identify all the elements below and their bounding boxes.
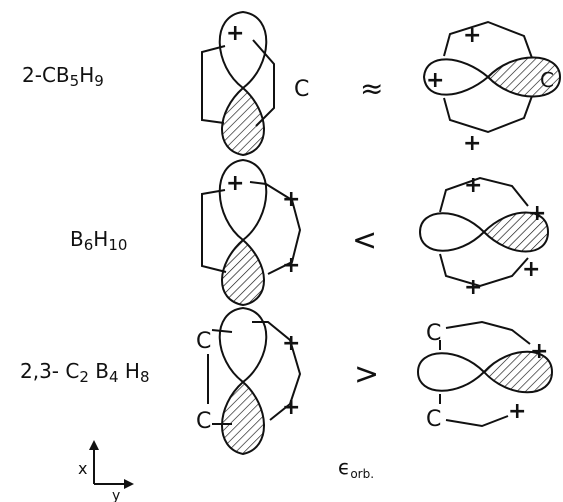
ring-right-bracket	[249, 181, 302, 275]
plus-sign-upper-right: +	[282, 331, 300, 356]
carbon-label-bottom: C	[196, 409, 211, 434]
right-lobe-shaded	[482, 211, 550, 253]
row-2-vertical-orbital: + + +	[201, 158, 302, 307]
y-axis-label: y	[112, 488, 120, 502]
row-2-horizontal-orbital: + + + +	[418, 173, 550, 300]
left-lobe	[418, 212, 486, 252]
top-plus-sign: +	[463, 23, 481, 48]
lobe-plus-sign: +	[426, 68, 444, 93]
energy-label: ϵorb.	[338, 455, 374, 481]
bottom-left-carbon-label: C	[426, 407, 441, 432]
row-2-label: B6H10	[70, 227, 127, 254]
ring-bottom	[443, 95, 533, 134]
upper-lobe	[218, 158, 268, 242]
lower-lobe-shaded	[221, 86, 265, 157]
carbon-label-top: C	[196, 329, 211, 354]
right-lobe-shaded	[482, 350, 554, 394]
ring-left-top-bond	[211, 329, 233, 333]
ring-top	[439, 176, 529, 213]
row-2: B6H10 + + + < + + + +	[70, 158, 550, 307]
left-lobe	[422, 58, 490, 96]
right-bottom-plus-sign: +	[522, 257, 540, 282]
row-1-label: 2-CB5H9	[22, 63, 104, 90]
carbon-label: C	[294, 77, 309, 102]
plus-sign-lower-right: +	[282, 253, 300, 278]
ring-bottom	[439, 253, 529, 288]
ring-top	[445, 320, 531, 345]
ring-bottom	[445, 415, 509, 428]
plus-sign: +	[226, 21, 244, 46]
axis-indicator: x y	[78, 440, 134, 502]
upper-lobe	[218, 10, 268, 90]
relation-symbol: >	[354, 357, 379, 392]
ring-top	[443, 20, 533, 59]
relation-symbol: ≈	[360, 72, 383, 105]
row-1-vertical-orbital: + C	[201, 10, 309, 157]
row-3-vertical-orbital: C C + +	[196, 306, 302, 456]
plus-sign: +	[226, 171, 244, 196]
lower-lobe-shaded	[221, 380, 265, 456]
bottom-right-plus-sign: +	[508, 399, 526, 424]
x-axis-label: x	[78, 459, 87, 478]
bottom-plus-sign: +	[464, 275, 482, 300]
row-3: 2,3- C2 B4 H8 C C + + > C C + +	[20, 306, 554, 456]
upper-lobe	[218, 306, 268, 384]
x-arrowhead	[89, 440, 99, 450]
row-1: 2-CB5H9 + C ≈ + + + C	[22, 10, 562, 157]
relation-symbol: <	[352, 223, 377, 258]
ring-right-bracket	[252, 39, 275, 127]
lobe-carbon-label: C	[540, 68, 554, 92]
ring-right-bracket	[252, 321, 302, 421]
right-lobe-shaded	[486, 56, 562, 98]
top-left-carbon-label: C	[426, 321, 441, 346]
ring-left-bracket	[201, 189, 227, 273]
ring-left-bracket	[201, 45, 226, 124]
row-1-horizontal-orbital: + + + C	[422, 20, 562, 156]
left-lobe	[416, 352, 486, 392]
row-3-label: 2,3- C2 B4 H8	[20, 359, 149, 386]
row-3-horizontal-orbital: C C + +	[416, 320, 554, 432]
plus-sign-lower-right: +	[282, 395, 300, 420]
lower-lobe-shaded	[221, 238, 265, 307]
bottom-plus-sign: +	[463, 131, 481, 156]
top-plus-sign: +	[464, 173, 482, 198]
right-top-plus-sign: +	[528, 201, 546, 226]
right-top-plus-sign: +	[530, 339, 548, 364]
y-arrowhead	[124, 479, 134, 489]
plus-sign-upper-right: +	[282, 187, 300, 212]
